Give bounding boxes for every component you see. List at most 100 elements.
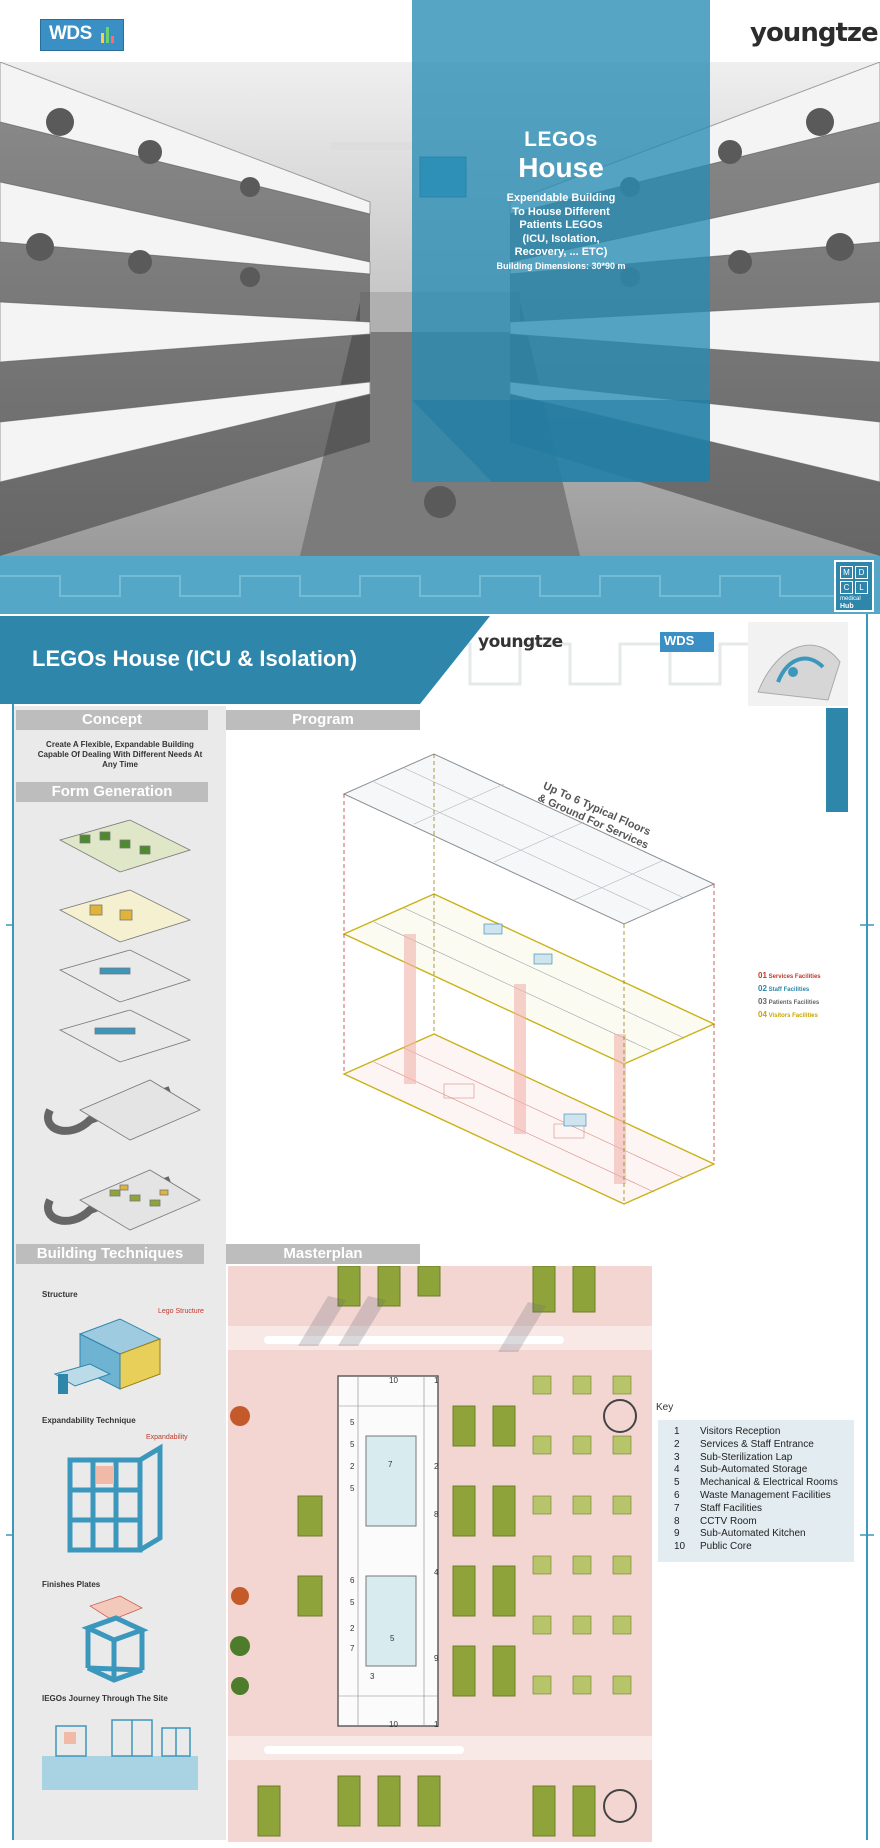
key-item: 9 Sub-Automated Kitchen: [674, 1528, 854, 1541]
key-item: 4 Sub-Automated Storage: [674, 1464, 854, 1477]
hero-title-big: House: [518, 152, 604, 183]
plan-room-label: 5: [350, 1440, 355, 1449]
key-label: Sub-Automated Kitchen: [700, 1528, 806, 1540]
journey-diagram: [42, 1719, 198, 1790]
plan-room-label: 6: [350, 1576, 355, 1585]
plan-room-label: 7: [350, 1644, 355, 1653]
program-heading: Program: [226, 710, 420, 730]
hub-cell: L: [855, 581, 868, 594]
frame-line-left: [12, 704, 14, 1840]
plan-room-label: 9: [434, 1654, 439, 1663]
key-num: 4: [674, 1464, 680, 1476]
key-label: Services & Staff Entrance: [700, 1438, 814, 1450]
wds-logo-text: WDS: [49, 23, 92, 44]
key-item: 10 Public Core: [674, 1541, 854, 1554]
sheet-youngtze-logo: youngtze: [478, 632, 563, 652]
key-num: 3: [674, 1451, 680, 1463]
expandability-diagram: [67, 1443, 163, 1553]
plan-room-label: 2: [434, 1462, 439, 1471]
right-accent-bar: [826, 708, 848, 812]
hero-subtitle-line: (ICU, Isolation,: [522, 232, 600, 245]
finishes-plates-caption: Finishes Plates: [42, 1580, 101, 1589]
plan-room-label: 10: [389, 1720, 398, 1729]
medical-hub-logo: M D C L medical Hub: [834, 560, 874, 612]
sheet-wds-logo: WDS: [660, 632, 714, 652]
hero-subtitle-line: Recovery, ... ETC): [514, 246, 608, 258]
hero-section: WDS youngtze: [0, 0, 880, 614]
wds-bars-icon: [101, 27, 115, 43]
key-num: 8: [674, 1515, 680, 1527]
program-exploded-axonometric: [342, 753, 716, 1205]
plan-room-label: 5: [350, 1418, 355, 1427]
key-label: Mechanical & Electrical Rooms: [700, 1477, 838, 1489]
plan-room-label: 10: [389, 1376, 398, 1385]
key-label: CCTV Room: [700, 1515, 757, 1527]
finishes-plates-diagram: [81, 1595, 149, 1683]
hub-word: Hub: [840, 603, 854, 610]
legend-label: Staff Facilities: [768, 987, 810, 993]
form-generation-heading: Form Generation: [16, 782, 208, 802]
plan-room-label: 5: [390, 1634, 395, 1643]
legend-num: 04: [758, 1010, 767, 1019]
legend-label: Patients Facilities: [768, 1000, 820, 1006]
legend-num: 02: [758, 984, 767, 993]
key-label: Public Core: [700, 1541, 752, 1553]
hub-cell: C: [840, 581, 853, 594]
key-item: 6 Waste Management Facilities: [674, 1490, 854, 1503]
title-banner: [0, 616, 490, 704]
key-num: 10: [674, 1541, 686, 1553]
plan-room-label: 4: [434, 1568, 439, 1577]
hero-subtitle-line: To House Different: [512, 205, 610, 218]
concept-text: Create A Flexible, Expandable Building C…: [37, 740, 203, 769]
key-num: 1: [674, 1426, 680, 1437]
hero-pattern-band: [0, 556, 880, 614]
legend-item: 03 Patients Facilities: [758, 996, 821, 1009]
structure-caption: Structure: [42, 1290, 78, 1299]
frame-line-right: [866, 614, 868, 1840]
legend-item: 04 Visitors Facilities: [758, 1009, 821, 1022]
frame-tick-icon: [860, 1526, 874, 1544]
key-item: 3 Sub-Sterilization Lap: [674, 1452, 854, 1465]
key-label: Sub-Automated Storage: [700, 1464, 808, 1476]
key-item: 5 Mechanical & Electrical Rooms: [674, 1477, 854, 1490]
key-label: Sub-Sterilization Lap: [700, 1451, 793, 1463]
site-thumbnail: [748, 622, 848, 706]
structure-diagram: [53, 1318, 162, 1394]
key-num: 5: [674, 1477, 680, 1489]
key-num: 6: [674, 1489, 680, 1501]
hub-cell: M: [840, 566, 853, 579]
key-label: Waste Management Facilities: [700, 1489, 831, 1501]
plan-room-label: 5: [350, 1484, 355, 1493]
plan-room-label: 1: [434, 1720, 439, 1729]
plan-room-label: 7: [388, 1460, 393, 1469]
hero-text-block: LEGOs House Expendable Building To House…: [412, 128, 710, 271]
plan-room-label: 2: [350, 1462, 355, 1471]
expandability-label: Expandability: [146, 1434, 188, 1441]
legend-label: Services Facilities: [768, 974, 821, 980]
plan-room-label: 1: [434, 1376, 439, 1385]
legend-num: 03: [758, 997, 767, 1006]
hero-title-small: LEGOs: [524, 128, 598, 151]
hero-panel-arrow: [412, 400, 710, 482]
band-pattern: [0, 575, 841, 597]
lego-structure-label: Lego Structure: [158, 1308, 204, 1315]
legend-label: Visitors Facilities: [768, 1013, 818, 1019]
key-label: Staff Facilities: [700, 1502, 763, 1514]
hero-subtitle-line: Expendable Building: [506, 192, 616, 204]
presentation-sheet: LEGOs House (ICU & Isolation) youngtze W…: [0, 614, 880, 1848]
plan-room-label: 2: [350, 1624, 355, 1633]
key-num: 2: [674, 1438, 680, 1450]
legend-num: 01: [758, 971, 767, 980]
hub-label: medical: [840, 596, 861, 602]
hero-dimensions: Building Dimensions: 30*90 m: [496, 260, 626, 271]
journey-caption: lEGOs Journey Through The Site: [42, 1694, 168, 1703]
key-num: 9: [674, 1528, 680, 1540]
program-legend: 01 Services Facilities 02 Staff Faciliti…: [758, 970, 821, 1022]
legend-item: 02 Staff Facilities: [758, 983, 821, 996]
plan-room-label: 3: [370, 1672, 375, 1681]
plan-room-label: 5: [350, 1598, 355, 1607]
form-generation-diagrams: [44, 819, 201, 1231]
